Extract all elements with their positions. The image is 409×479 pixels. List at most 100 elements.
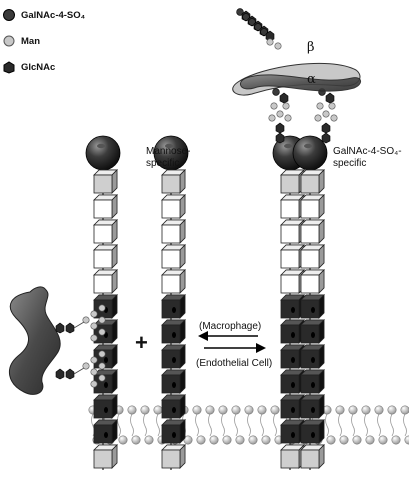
light-domain — [161, 243, 187, 269]
lipid-head — [118, 435, 128, 445]
lipid-head — [183, 435, 193, 445]
lipid-head — [365, 435, 375, 445]
galnac-residue — [260, 28, 268, 36]
lipid-tail — [325, 413, 329, 437]
legend-man-label: Man — [21, 35, 40, 47]
dark-domain — [280, 368, 306, 394]
glcnac-residue — [65, 322, 75, 334]
lipid-head — [235, 435, 245, 445]
lipid-tail — [390, 413, 394, 437]
lipid-head — [231, 405, 241, 415]
receptor-head — [85, 135, 121, 171]
light-domain — [280, 268, 306, 294]
lipid-head — [374, 405, 384, 415]
lipid-head — [140, 405, 150, 415]
endothelial-label: (Endothelial Cell) — [196, 358, 273, 369]
lipid-head — [352, 435, 362, 445]
dark-domain — [280, 418, 306, 444]
man-residue — [270, 102, 278, 110]
glcnac-residue — [55, 322, 65, 334]
plus-sign: + — [135, 330, 148, 355]
light-domain — [93, 218, 119, 244]
man-residue — [98, 350, 106, 358]
lipid-tail — [377, 413, 381, 437]
lipid-head — [326, 435, 336, 445]
lipid-head — [131, 435, 141, 445]
lipid-head — [196, 435, 206, 445]
domain-pocket — [311, 382, 315, 388]
dark-domain — [93, 318, 119, 344]
lipid-head — [361, 405, 371, 415]
man-residue — [90, 368, 98, 376]
cytoplasmic-domain — [280, 443, 306, 469]
dark-domain — [161, 343, 187, 369]
domain-pocket — [104, 432, 108, 438]
light-domain — [93, 243, 119, 269]
glcnac-residue — [275, 122, 285, 134]
lipid-tail — [143, 413, 147, 437]
domain-pocket — [291, 432, 295, 438]
domain-pocket — [311, 357, 315, 363]
lipid-head — [348, 405, 358, 415]
man-residue — [90, 310, 98, 318]
man-residue — [98, 304, 106, 312]
glcnac-residue — [325, 92, 335, 104]
head-pocket — [284, 143, 292, 149]
man-residue — [284, 114, 292, 122]
man-residue — [282, 102, 290, 110]
lipid-head — [335, 405, 345, 415]
light-domain — [161, 268, 187, 294]
lipid-head — [270, 405, 280, 415]
man-residue — [90, 380, 98, 388]
glcnac-residue — [275, 132, 285, 144]
dark-domain — [93, 393, 119, 419]
man-residue — [268, 114, 276, 122]
light-domain — [300, 268, 326, 294]
man-residue — [90, 322, 98, 330]
macrophage-label: (Macrophage) — [199, 321, 262, 332]
dark-domain — [93, 343, 119, 369]
lipid-tail — [156, 413, 160, 437]
cytoplasmic-domain — [161, 443, 187, 469]
cell-membrane — [88, 405, 409, 445]
man-residue — [82, 316, 90, 324]
mannose-specific-label: Mannose- specific — [146, 146, 190, 170]
lipid-head — [387, 405, 397, 415]
galnac-specific-label: GalNAc-4-SO₄- specific — [333, 146, 402, 170]
alpha-label: α — [307, 72, 316, 87]
light-domain — [280, 193, 306, 219]
dark-domain — [300, 393, 326, 419]
glycan-chains — [55, 8, 338, 388]
dark-domain — [300, 293, 326, 319]
domain-pocket — [172, 432, 176, 438]
man-residue — [98, 328, 106, 336]
lipid-head — [192, 405, 202, 415]
domain-pocket — [172, 357, 176, 363]
light-domain — [93, 193, 119, 219]
man-residue — [90, 334, 98, 342]
domain-pocket — [104, 407, 108, 413]
light-domain — [280, 168, 306, 194]
domain-pocket — [311, 332, 315, 338]
lipid-head — [257, 405, 267, 415]
beta-label: β — [307, 40, 315, 55]
receptor-monomer-1 — [85, 135, 121, 470]
glycan-bond — [73, 367, 85, 375]
lipid-tail — [117, 413, 121, 437]
galnac-residue — [242, 13, 250, 21]
head-pocket — [97, 143, 105, 149]
galnac-residue — [272, 88, 280, 96]
lipid-tail — [221, 413, 225, 437]
dark-domain — [280, 343, 306, 369]
domain-pocket — [291, 357, 295, 363]
lipid-head — [244, 405, 254, 415]
mannose-ligand — [9, 286, 61, 395]
man-residue — [276, 110, 284, 118]
receptor-chains — [85, 135, 328, 470]
glcnac-residue — [321, 132, 331, 144]
equilibrium-arrows — [198, 331, 266, 353]
lipid-head — [222, 435, 232, 445]
head-pocket — [165, 143, 173, 149]
lipid-tail — [403, 413, 407, 437]
domain-pocket — [311, 307, 315, 313]
